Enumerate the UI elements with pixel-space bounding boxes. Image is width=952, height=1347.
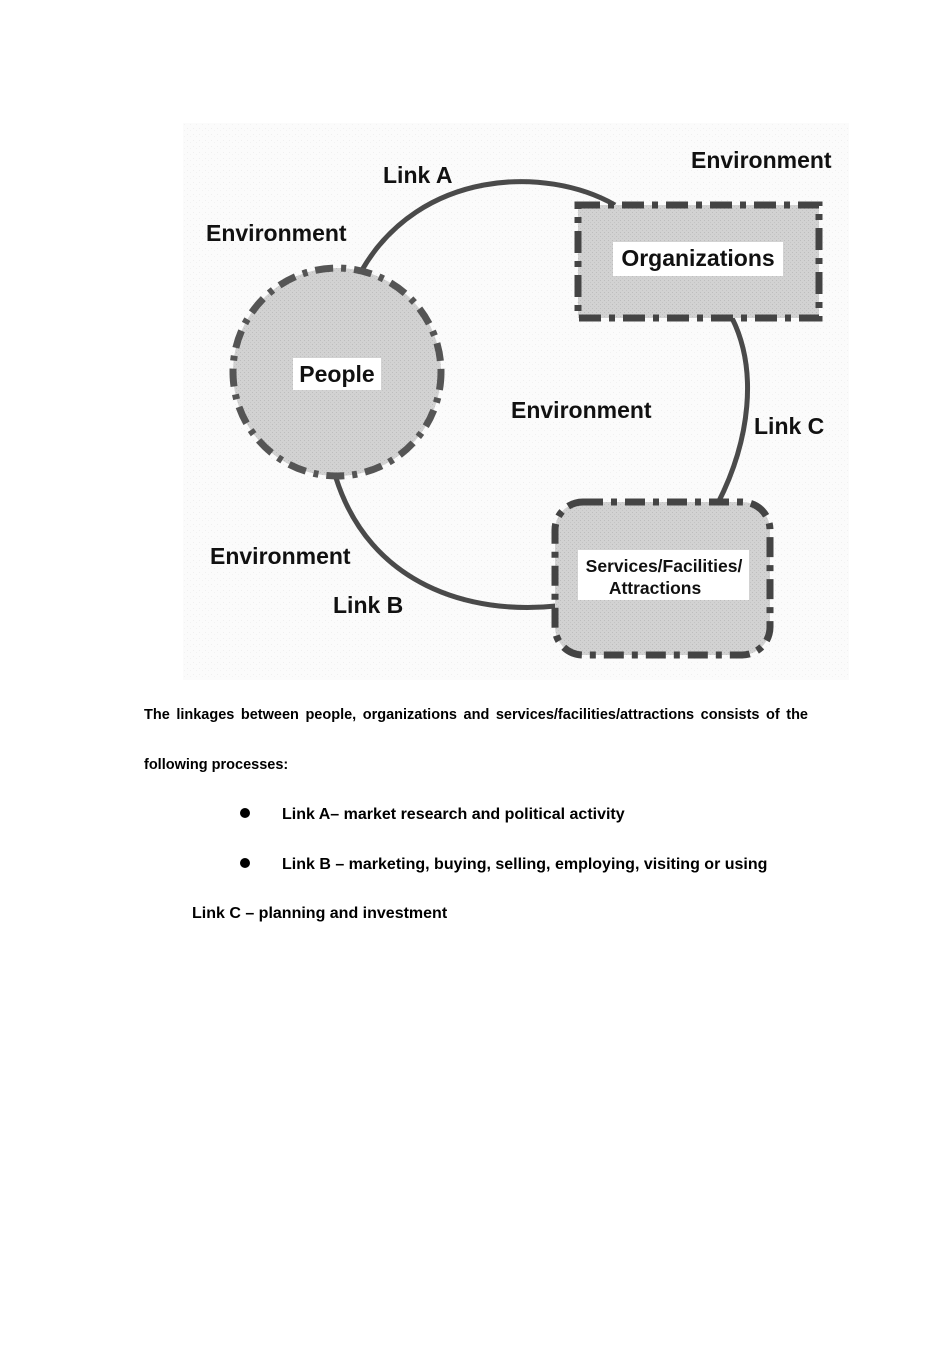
organizations-label-box (613, 242, 783, 276)
environment-label-bottom-left: Environment (210, 543, 351, 569)
list-item: Link B – marketing, buying, selling, emp… (240, 854, 767, 876)
organizations-label: Organizations (621, 245, 774, 271)
link-a-line (359, 179, 617, 272)
link-c-line (715, 316, 751, 505)
people-label-box (293, 358, 381, 390)
bullet-icon (240, 858, 250, 868)
services-label-line2: Attractions (609, 578, 702, 598)
environment-label-top-left: Environment (206, 220, 347, 246)
services-label-line1: Services/Facilities/ (586, 556, 743, 576)
link-a-label: Link A (383, 162, 452, 188)
link-b-line (333, 477, 557, 611)
list-item: Link A– market research and political ac… (240, 804, 625, 826)
linkage-diagram: People Organizations Services/Facilities… (183, 123, 849, 680)
list-item-plain: Link C – planning and investment (192, 905, 448, 922)
caption-line-2: following processes: (144, 757, 289, 773)
people-label: People (299, 361, 374, 387)
link-c-label: Link C (754, 413, 824, 439)
environment-label-top-right: Environment (691, 147, 832, 173)
link-b-label: Link B (333, 592, 403, 618)
caption-line-1: The linkages between people, organizatio… (144, 707, 808, 723)
bullet-icon (240, 808, 250, 818)
list-item-text: Link B – marketing, buying, selling, emp… (282, 856, 768, 873)
list-item-text: Link A– market research and political ac… (282, 806, 625, 823)
services-label-box (578, 550, 749, 600)
environment-label-center: Environment (511, 397, 652, 423)
